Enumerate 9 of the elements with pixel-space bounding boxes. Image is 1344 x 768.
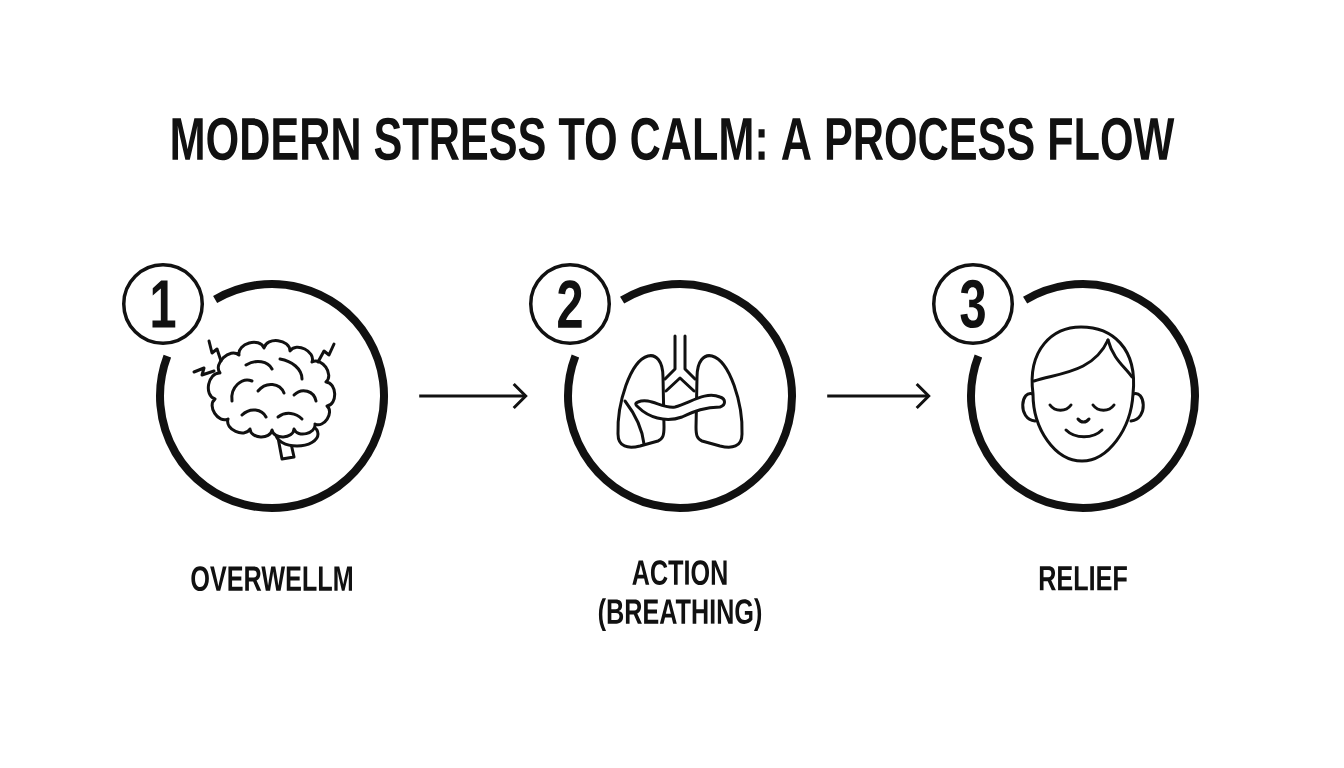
arrow	[419, 382, 528, 410]
title: MODERN STRESS TO CALM: A PROCESS FLOW	[172, 117, 1175, 161]
step-label: OVERWELLM	[191, 566, 352, 591]
number-badge: 1	[122, 263, 204, 345]
arrow	[827, 382, 931, 410]
step-label: ACTION (BREATHING)	[598, 560, 762, 631]
number-badge: 3	[932, 263, 1014, 345]
number-badge: 2	[529, 263, 611, 345]
step-label: RELIEF	[1039, 566, 1127, 591]
